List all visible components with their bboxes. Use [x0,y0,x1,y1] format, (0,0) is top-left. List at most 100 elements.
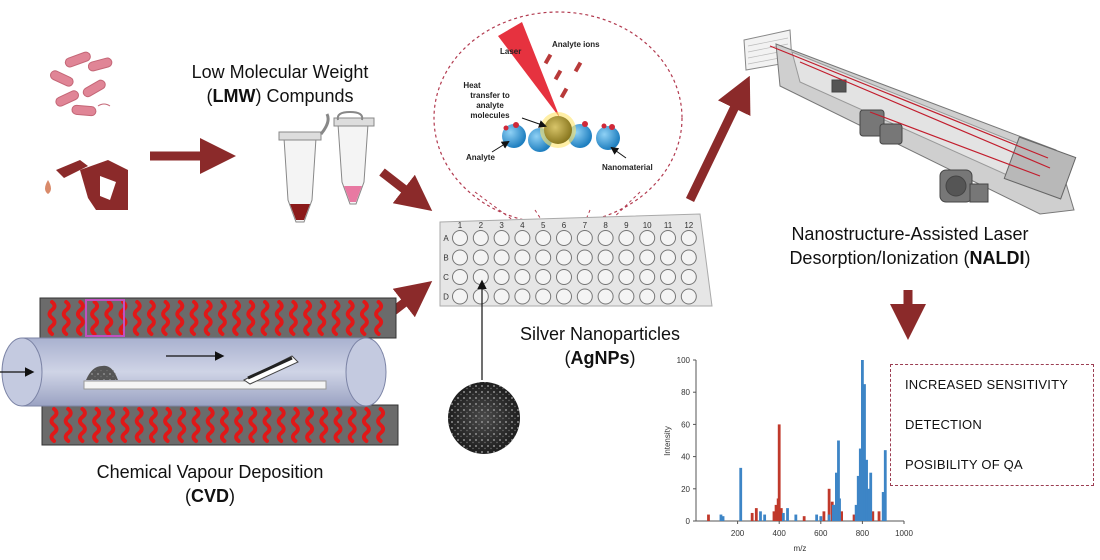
heater-coil [161,300,171,336]
heater-coils-bottom [49,407,386,443]
heater-coil [120,407,130,443]
plate-column-label: 8 [603,221,608,230]
plate-column-label: 7 [583,221,588,230]
heater-coil [331,300,341,336]
chart-bar [831,504,835,521]
heater-coil [333,407,343,443]
heater-coil [359,300,369,336]
chart-bar [827,514,831,521]
heater-coil [319,407,329,443]
plate-row-label: A [443,234,449,243]
cvd-abbr: CVD [190,486,229,506]
plate-well [556,230,572,246]
plate-well [535,269,552,285]
chart-bar [881,492,885,521]
benefits-box: INCREASED SENSITIVITY DETECTION POSIBILI… [890,364,1094,486]
plate-well [472,249,489,266]
plate-row-label: B [443,254,448,263]
chart-bar [883,450,887,521]
plate-well [680,249,697,266]
naldi-label-line-1: Nanostructure-Assisted Laser [791,224,1029,244]
heater-coil [219,407,229,443]
plate-well [535,288,552,305]
plate-well [680,288,697,305]
plate-well [576,269,593,285]
heater-coil [75,300,85,336]
plate-well [597,230,614,246]
chart-bar [739,467,743,521]
heater-coil [106,407,116,443]
plate-well [680,269,697,285]
heater-coil [217,300,227,336]
inset-heat-line-1: Heat [463,81,481,90]
plate-well [514,288,531,305]
chart-bar [852,514,856,521]
naldi-abbr: NALDI [969,248,1025,268]
well-plate-wells [452,230,697,305]
chart-x-tick-label: 1000 [895,529,913,538]
heater-coil [148,407,158,443]
chart-bar [867,488,871,521]
chart-bar [719,514,723,521]
chart-bar [858,448,862,521]
chart-x-tick-label: 200 [731,529,745,538]
heater-coil [61,300,71,336]
heater-coil [361,407,371,443]
plate-well [556,269,572,285]
benefit-sensitivity: INCREASED SENSITIVITY [905,377,1069,392]
chart-bar [772,511,776,521]
plate-well [576,230,593,246]
chart-ylabel: Intensity [663,426,672,456]
plate-well [452,230,468,246]
plate-well [597,269,614,285]
heater-coil [376,407,386,443]
fuel-can-icon [45,160,128,210]
plate-well [639,249,656,266]
plate-well [535,249,552,266]
heater-coil [274,300,284,336]
heater-coil [246,300,256,336]
heater-coil [146,300,156,336]
inset-heat-line-4: molecules [470,111,510,120]
cvd-close-paren: ) [229,486,235,506]
chart-bar [750,512,754,521]
cvd-label-line-1: Chemical Vapour Deposition [96,462,324,482]
chart-xlabel: m/z [794,544,807,553]
plate-column-label: 2 [479,221,484,230]
cvd-open-paren: ( [184,486,191,506]
inset-heat-line-2: transfer to [470,91,510,100]
heater-coil [175,300,185,336]
naldi-label: Nanostructure-Assisted Laser Desorption/… [740,222,1080,270]
chart-bar [763,514,767,521]
plate-well [493,288,510,305]
bacteria-icon [49,51,113,117]
chart-bar [794,514,798,521]
chart-bar [837,440,840,521]
plate-well [472,230,489,246]
naldi-label-line-2: Desorption/Ionization ( [789,248,970,268]
plate-well [597,249,614,266]
cvd-label: Chemical Vapour Deposition (CVD) [60,460,360,508]
chart-bar [819,516,823,521]
chart-bar [869,472,873,521]
plate-well [493,269,510,285]
chart-bar [786,508,789,521]
lmw-label-line-1: Low Molecular Weight [191,62,369,82]
chart-bar [863,384,866,521]
chart-bar [840,511,843,521]
plate-column-label: 12 [684,221,693,230]
plate-well [493,249,510,266]
heater-coil [345,300,355,336]
plate-well [597,288,614,305]
inset-analyte-label: Analyte [466,153,495,162]
chart-bar [777,424,781,521]
plate-well [618,249,635,266]
chart-bar [822,511,826,521]
sample-tube-1 [278,113,330,223]
plate-row-label: C [443,273,449,282]
plate-well [452,269,468,285]
plate-well [618,230,635,246]
benefit-qa: POSIBILITY OF QA [905,457,1023,472]
